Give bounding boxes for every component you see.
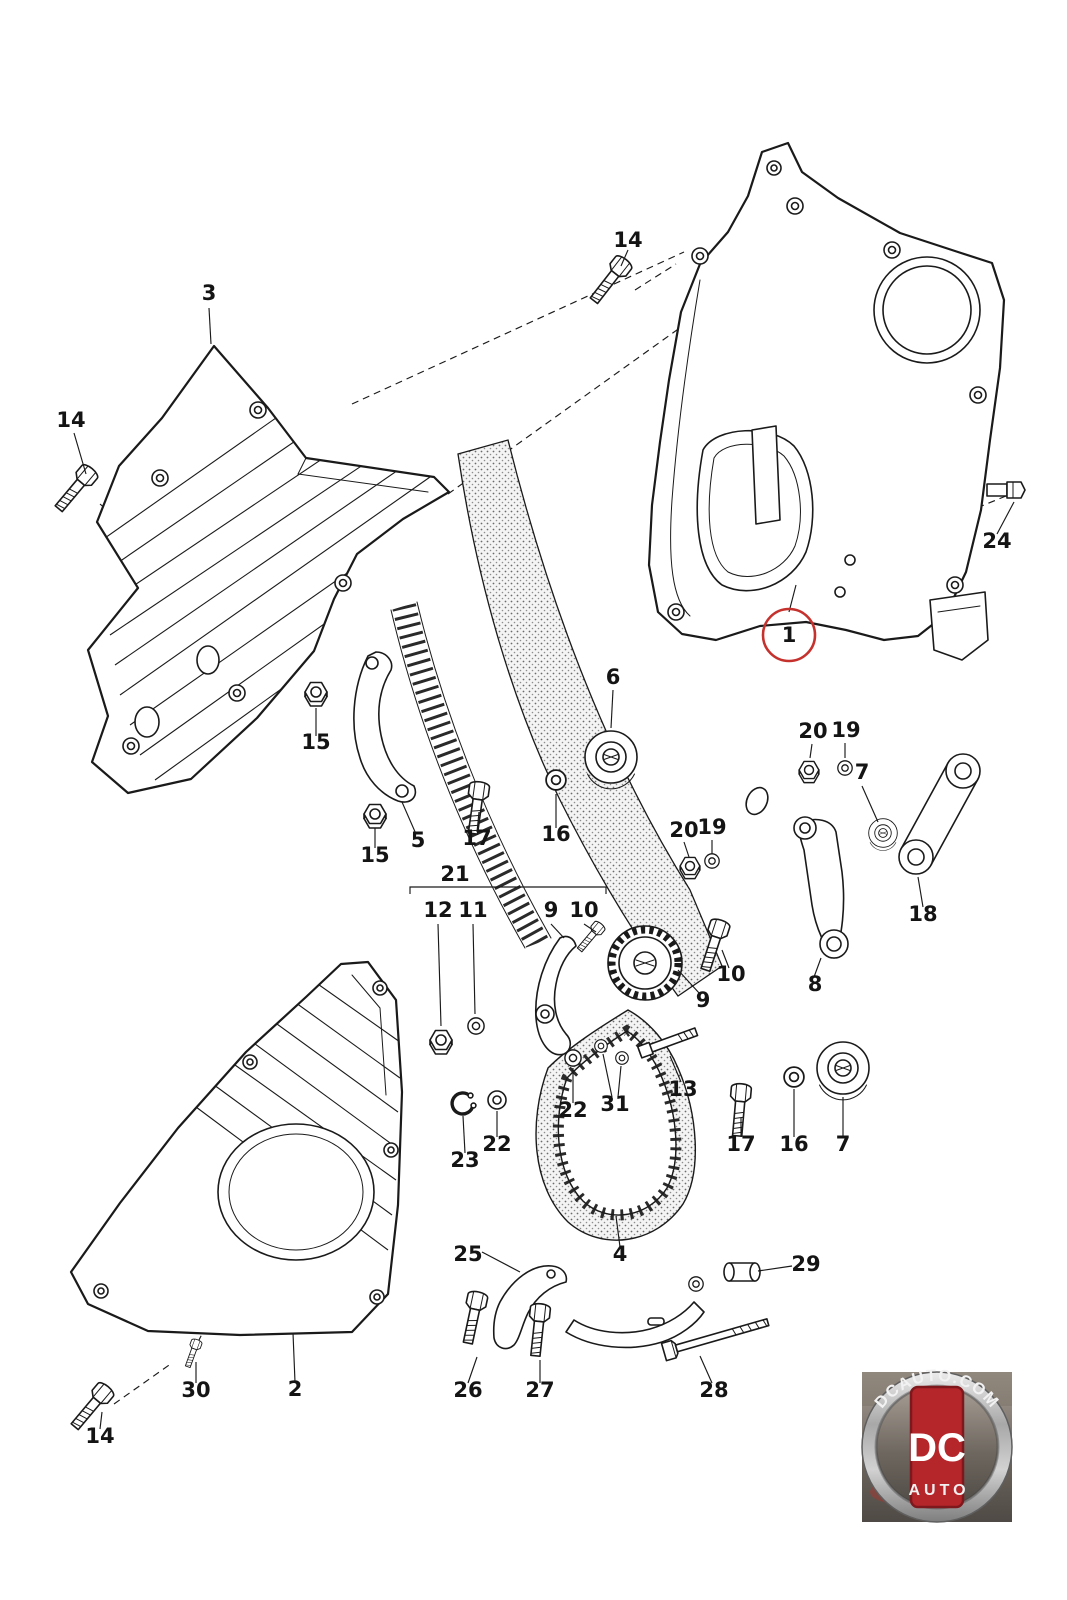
callout-7-upper: 7 — [855, 760, 870, 784]
callout-3: 3 — [202, 281, 217, 305]
highlight-circle-part-1 — [761, 607, 817, 663]
callout-22-mid: 22 — [558, 1098, 587, 1122]
part-4-timing-belt — [390, 439, 723, 1241]
callout-2: 2 — [288, 1377, 303, 1401]
callout-17-lower: 17 — [726, 1132, 755, 1156]
callout-22-left: 22 — [482, 1132, 511, 1156]
nut-15-lower — [363, 803, 387, 829]
part-1-timing-case — [647, 141, 1006, 661]
callout-labels: 14 3 14 24 1 15 6 20 19 7 5 15 17 16 20 … — [56, 228, 1011, 1448]
part-27-bracket — [565, 1276, 705, 1349]
callout-10-right: 10 — [716, 962, 745, 986]
part-7-roller-lower — [816, 1041, 870, 1101]
screw-30 — [182, 1337, 204, 1370]
callout-9-pulley: 9 — [696, 988, 711, 1012]
part-2-lower-cover — [69, 960, 404, 1337]
callout-26: 26 — [453, 1378, 482, 1402]
callout-14-top: 14 — [613, 228, 642, 252]
callout-14-left: 14 — [56, 408, 85, 432]
washer-16-upper — [545, 769, 567, 791]
callout-20-upper: 20 — [798, 719, 827, 743]
callout-5: 5 — [411, 828, 426, 852]
callout-10-group: 10 — [569, 898, 598, 922]
bolt-26 — [457, 1289, 490, 1346]
callout-30: 30 — [181, 1378, 210, 1402]
washer-22-mid — [564, 1049, 582, 1067]
washer-11 — [467, 1017, 485, 1035]
nut-15-upper — [304, 681, 328, 707]
leader-lines — [73, 249, 1015, 1430]
bolt-28-long — [660, 1318, 770, 1362]
bracket-eye-washer — [688, 1276, 704, 1292]
circlip-23 — [450, 1091, 478, 1116]
bolt-14-top — [585, 252, 635, 308]
part-3-upper-cover — [86, 344, 451, 795]
callout-7-lower: 7 — [836, 1132, 851, 1156]
stud-10-group — [574, 919, 607, 955]
callout-27: 27 — [525, 1378, 554, 1402]
callout-15-upper: 15 — [301, 730, 330, 754]
callout-8: 8 — [808, 972, 823, 996]
callout-11: 11 — [458, 898, 487, 922]
washer-31-b — [615, 1051, 629, 1065]
callout-28: 28 — [699, 1378, 728, 1402]
callout-15-lower: 15 — [360, 843, 389, 867]
part-8-tensioner-lever — [745, 786, 849, 959]
logo-brand-text: DC — [908, 1426, 966, 1470]
callout-9-group: 9 — [544, 898, 559, 922]
part-9-toothed-pulley — [607, 925, 683, 1001]
callout-31: 31 — [600, 1092, 629, 1116]
part-7-roller-upper — [868, 818, 898, 851]
callout-20-mid: 20 — [669, 818, 698, 842]
part-5-tensioner-arm — [353, 651, 417, 803]
logo-red-banner — [909, 1385, 965, 1509]
callout-18: 18 — [908, 902, 937, 926]
bolt-27 — [524, 1301, 552, 1358]
bolt-17-lower — [726, 1082, 753, 1138]
washer-22-left — [487, 1090, 507, 1110]
callout-1: 1 — [782, 623, 797, 647]
stud-13 — [636, 1027, 699, 1059]
nut-20-mid — [679, 856, 701, 880]
callout-17-upper: 17 — [462, 826, 491, 850]
part-9-idler-arm — [534, 935, 577, 1056]
callout-19-upper: 19 — [831, 718, 860, 742]
callout-12: 12 — [423, 898, 452, 922]
callout-13: 13 — [668, 1077, 697, 1101]
bolt-14-left — [50, 461, 101, 516]
plug-24 — [986, 481, 1026, 499]
callout-23: 23 — [450, 1148, 479, 1172]
logo-brand-sub-text: AUTO — [908, 1482, 969, 1499]
callout-16-lower: 16 — [779, 1132, 808, 1156]
washer-19-upper — [837, 760, 853, 776]
washer-19-mid — [704, 853, 720, 869]
washer-16-lower — [783, 1066, 805, 1088]
dcauto-watermark: DCAUTO.COM DC AUTO — [861, 1367, 1013, 1523]
nut-12 — [429, 1029, 453, 1055]
callout-29: 29 — [791, 1252, 820, 1276]
washer-31-a — [594, 1039, 608, 1053]
callout-24: 24 — [982, 529, 1011, 553]
callout-25: 25 — [453, 1242, 482, 1266]
callout-6: 6 — [606, 665, 621, 689]
callout-4: 4 — [613, 1242, 628, 1266]
callout-19-mid: 19 — [697, 815, 726, 839]
nut-20-upper — [798, 760, 820, 784]
part-18-link — [898, 753, 981, 875]
callout-16-upper: 16 — [541, 822, 570, 846]
callout-21: 21 — [440, 862, 469, 886]
spacer-29 — [723, 1262, 761, 1282]
callout-14-bottom: 14 — [85, 1424, 114, 1448]
